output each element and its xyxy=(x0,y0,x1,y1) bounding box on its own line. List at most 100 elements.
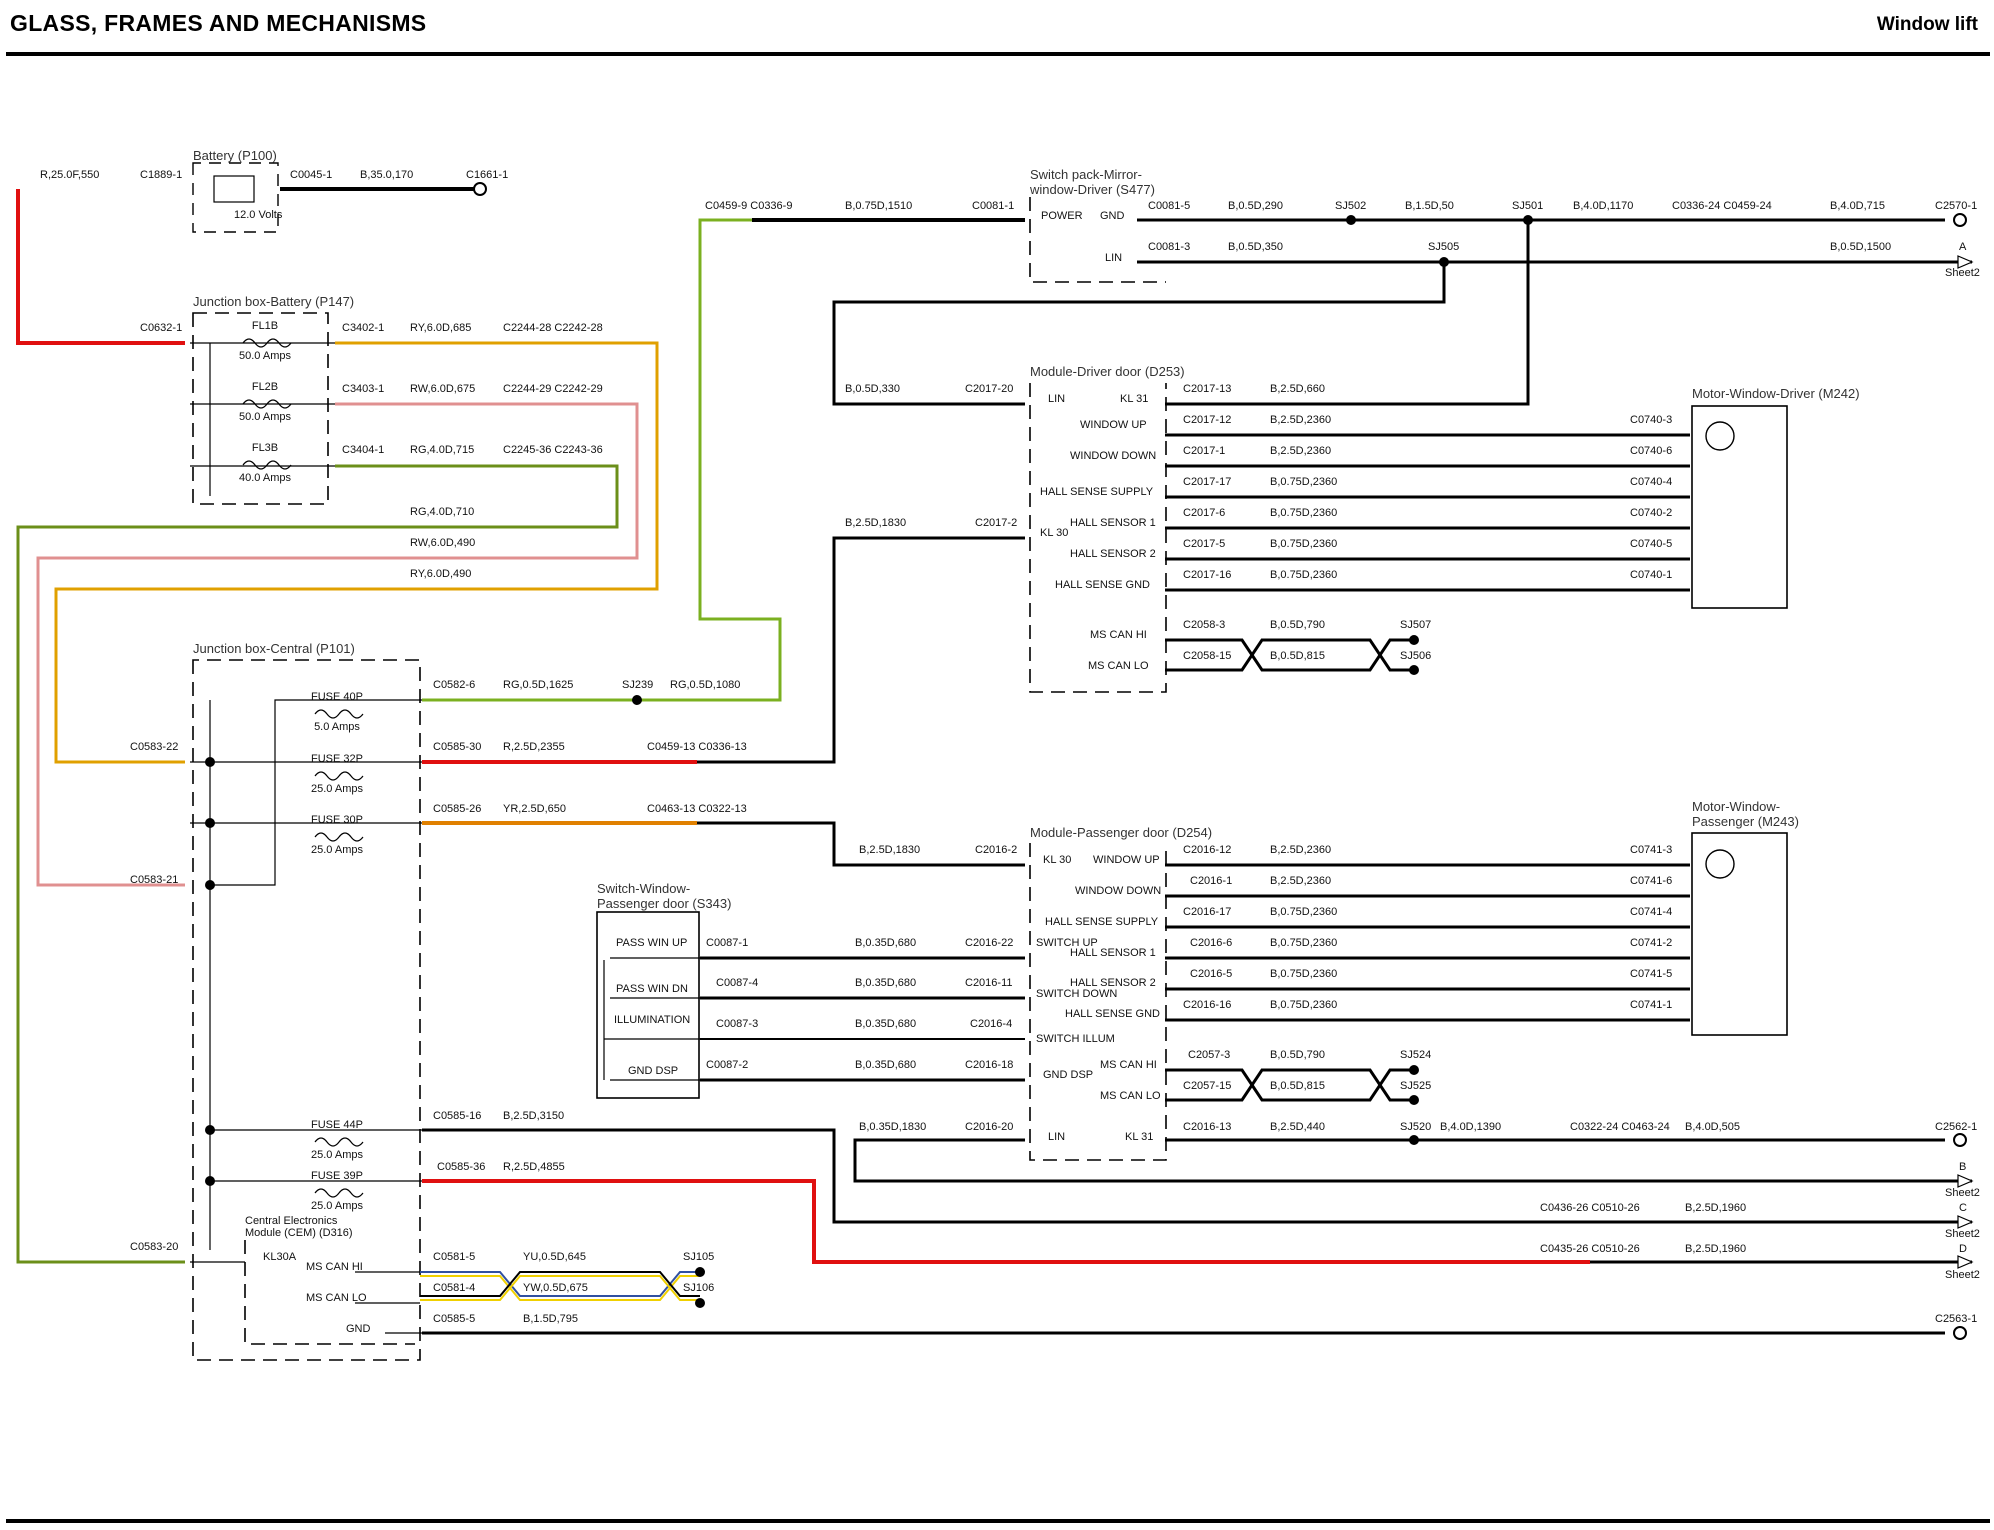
circuit-label: B,2.5D,1960 xyxy=(1685,1202,1746,1214)
splice-node xyxy=(695,1298,705,1308)
circuit-label: C0741-2 xyxy=(1630,937,1672,949)
circuit-label: C2016-13 xyxy=(1183,1121,1231,1133)
circuit-label: A xyxy=(1959,241,1967,253)
component-outline xyxy=(192,312,329,505)
circuit-label: B,2.5D,2360 xyxy=(1270,875,1331,887)
circuit-label: C2570-1 xyxy=(1935,200,1977,212)
circuit-label: B,1.5D,50 xyxy=(1405,200,1454,212)
fuse-rating: 50.0 Amps xyxy=(239,411,291,423)
circuit-label: C0322-24 C0463-24 xyxy=(1570,1121,1670,1133)
circuit-label: WINDOW DOWN xyxy=(1075,885,1161,897)
circuit-label: HALL SENSE SUPPLY xyxy=(1040,486,1154,498)
circuit-label: C0583-22 xyxy=(130,741,178,753)
splice-node xyxy=(1346,215,1356,225)
circuit-label: Sheet2 xyxy=(1945,1269,1980,1281)
fuse-label: FUSE 39P xyxy=(311,1170,363,1182)
circuit-label: C2563-1 xyxy=(1935,1313,1977,1325)
fuse-icon xyxy=(242,338,292,348)
circuit-label: C0087-4 xyxy=(716,977,758,989)
circuit-label: C2016-1 xyxy=(1190,875,1232,887)
splice-node xyxy=(632,695,642,705)
fuse-label: FUSE 30P xyxy=(311,814,363,826)
motor-icon xyxy=(1705,421,1735,451)
component-label: Module-Passenger door (D254) xyxy=(1030,825,1212,840)
circuit-label: C0740-6 xyxy=(1630,445,1672,457)
circuit-label: B,0.75D,2360 xyxy=(1270,569,1337,581)
splice-node xyxy=(1409,1135,1419,1145)
circuit-label: SWITCH DOWN xyxy=(1036,988,1117,1000)
component-label: Battery (P100) xyxy=(193,148,277,163)
wire xyxy=(853,1138,1972,1183)
fuse-rating: 25.0 Amps xyxy=(311,1149,363,1161)
circuit-label: SJ524 xyxy=(1400,1049,1431,1061)
motor-icon xyxy=(1705,849,1735,879)
circuit-label: RY,6.0D,490 xyxy=(410,568,471,580)
circuit-label: KL 31 xyxy=(1120,393,1148,405)
fuse-rating: 5.0 Amps xyxy=(314,721,360,733)
circuit-label: B,0.75D,2360 xyxy=(1270,476,1337,488)
circuit-label: B,1.5D,795 xyxy=(523,1313,578,1325)
component-box xyxy=(1691,405,1788,609)
circuit-label: MS CAN HI xyxy=(1090,629,1147,641)
circuit-label: GND DSP xyxy=(1043,1069,1093,1081)
circuit-label: B,2.5D,1830 xyxy=(845,517,906,529)
component-label: Switch pack-Mirror- xyxy=(1030,167,1142,182)
circuit-label: YW,0.5D,675 xyxy=(523,1282,588,1294)
component-label: Module-Driver door (D253) xyxy=(1030,364,1185,379)
circuit-label: C0741-4 xyxy=(1630,906,1672,918)
footer-rule xyxy=(6,1519,1990,1523)
wire xyxy=(16,189,185,345)
circuit-label: LIN xyxy=(1048,1131,1065,1143)
circuit-label: SJ105 xyxy=(683,1251,714,1263)
circuit-label: C0585-36 xyxy=(437,1161,485,1173)
circuit-label: C0087-2 xyxy=(706,1059,748,1071)
wire xyxy=(422,1128,1590,1224)
component-label: Passenger door (S343) xyxy=(597,896,731,911)
fuse-rating: 25.0 Amps xyxy=(311,783,363,795)
circuit-label: C0741-3 xyxy=(1630,844,1672,856)
component-outline xyxy=(244,1240,415,1345)
fuse-label: FUSE 32P xyxy=(311,753,363,765)
circuit-label: KL 31 xyxy=(1125,1131,1153,1143)
circuit-label: C2016-22 xyxy=(965,937,1013,949)
circuit-label: C0582-6 xyxy=(433,679,475,691)
circuit-label: MS CAN LO xyxy=(1100,1090,1161,1102)
circuit-label: C0459-13 C0336-13 xyxy=(647,741,747,753)
circuit-label: C2016-2 xyxy=(975,844,1017,856)
circuit-label: HALL SENSOR 1 xyxy=(1070,947,1156,959)
circuit-label: B,0.75D,2360 xyxy=(1270,999,1337,1011)
circuit-label: C2562-1 xyxy=(1935,1121,1977,1133)
circuit-label: B,0.75D,2360 xyxy=(1270,968,1337,980)
circuit-label: C2244-28 C2242-28 xyxy=(503,322,603,334)
splice-node xyxy=(1439,257,1449,267)
wire xyxy=(36,402,639,887)
circuit-label: B,0.5D,790 xyxy=(1270,1049,1325,1061)
circuit-label: C0741-1 xyxy=(1630,999,1672,1011)
circuit-label: C2017-17 xyxy=(1183,476,1231,488)
circuit-label: C2017-20 xyxy=(965,383,1013,395)
component-label: 12.0 Volts xyxy=(234,209,283,221)
circuit-label: R,2.5D,4855 xyxy=(503,1161,565,1173)
circuit-label: B,0.5D,290 xyxy=(1228,200,1283,212)
circuit-label: C2017-6 xyxy=(1183,507,1225,519)
circuit-label: SJ501 xyxy=(1512,200,1543,212)
circuit-label: LIN xyxy=(1048,393,1065,405)
circuit-label: C2017-1 xyxy=(1183,445,1225,457)
fuse-icon xyxy=(314,832,364,842)
component-box xyxy=(1691,832,1788,1036)
component-label: Motor-Window-Driver (M242) xyxy=(1692,386,1860,401)
page-subtitle: Window lift xyxy=(1876,14,1978,35)
circuit-label: SJ520 xyxy=(1400,1121,1431,1133)
circuit-label: B,0.75D,2360 xyxy=(1270,538,1337,550)
ground-icon xyxy=(1953,1326,1967,1340)
circuit-label: HALL SENSOR 1 xyxy=(1070,517,1156,529)
fuse-label: FUSE 40P xyxy=(311,691,363,703)
circuit-label: Sheet2 xyxy=(1945,267,1980,279)
fuse-icon xyxy=(314,709,364,719)
circuit-label: SWITCH UP xyxy=(1036,937,1098,949)
splice-node xyxy=(205,1176,215,1186)
circuit-label: C2057-3 xyxy=(1188,1049,1230,1061)
circuit-label: R,2.5D,2355 xyxy=(503,741,565,753)
circuit-label: B,2.5D,660 xyxy=(1270,383,1325,395)
circuit-label: C2058-3 xyxy=(1183,619,1225,631)
